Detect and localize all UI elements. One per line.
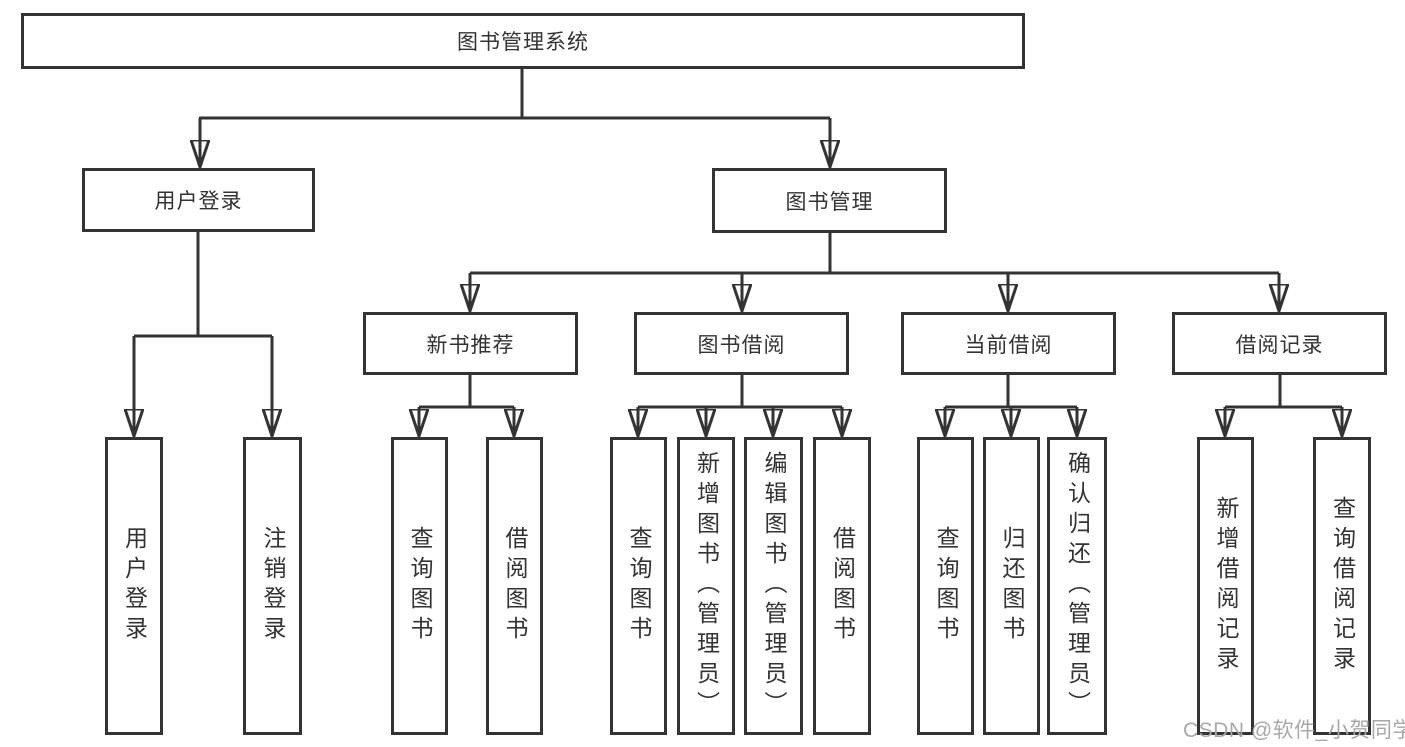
- node-login: 用户登录: [105, 437, 163, 735]
- csdn-watermark: CSDN @软件_小贺同学: [1183, 719, 1405, 742]
- node-bb-add-book: 新增图书（管理员）: [677, 437, 735, 735]
- node-br-query-record: 查询借阅记录: [1313, 437, 1371, 735]
- node-logout: 注销登录: [243, 437, 302, 735]
- node-cb-confirm-return: 确认归还（管理员）: [1047, 437, 1107, 735]
- node-current-borrow: 当前借阅: [901, 312, 1116, 375]
- node-cb-query-book: 查询图书: [917, 437, 974, 735]
- node-book-borrow: 图书借阅: [634, 312, 849, 375]
- node-bb-query-book: 查询图书: [610, 437, 667, 735]
- node-user-login: 用户登录: [82, 168, 315, 232]
- node-new-book-rec: 新书推荐: [363, 312, 578, 375]
- node-root: 图书管理系统: [21, 13, 1025, 69]
- node-br-add-record: 新增借阅记录: [1197, 437, 1254, 735]
- tree-elbow-lines: [134, 69, 1342, 409]
- node-book-mgmt: 图书管理: [712, 168, 947, 233]
- node-borrow-record: 借阅记录: [1172, 312, 1387, 375]
- node-rec-query-book: 查询图书: [391, 437, 448, 735]
- node-rec-borrow-book: 借阅图书: [486, 437, 543, 735]
- node-bb-borrow-book: 借阅图书: [813, 437, 871, 735]
- node-bb-edit-book: 编辑图书（管理员）: [744, 437, 803, 735]
- node-cb-return-book: 归还图书: [983, 437, 1040, 735]
